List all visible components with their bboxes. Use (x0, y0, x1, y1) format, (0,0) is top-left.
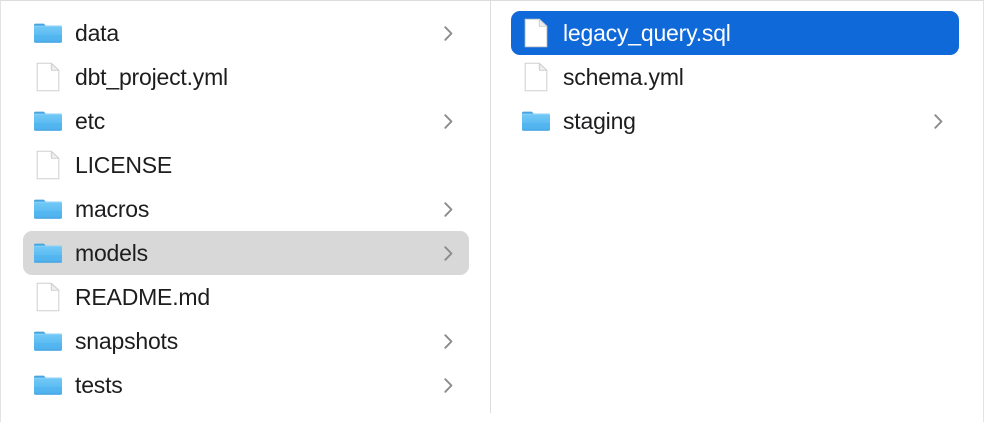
chevron-right-icon-svg (443, 245, 452, 261)
row-label: models (75, 240, 148, 266)
document-icon-svg (524, 18, 548, 48)
file-row[interactable]: README.md (23, 275, 469, 319)
document-icon-svg (36, 282, 60, 312)
folder-icon-svg (34, 331, 62, 351)
folder-row[interactable]: tests (23, 363, 469, 407)
document-icon-svg (36, 62, 60, 92)
file-row[interactable]: dbt_project.yml (23, 55, 469, 99)
chevron-right-icon-svg (933, 113, 942, 129)
folder-icon (521, 106, 551, 136)
column-divider (490, 1, 491, 413)
row-label: etc (75, 108, 106, 134)
chevron-right-icon-svg (443, 333, 452, 349)
folder-icon-svg (34, 23, 62, 43)
folder-row[interactable]: models (23, 231, 469, 275)
folder-icon-svg (34, 111, 62, 131)
chevron-right-icon-svg (443, 377, 452, 393)
row-label: legacy_query.sql (563, 20, 731, 46)
document-icon-svg (36, 150, 60, 180)
folder-icon (33, 106, 63, 136)
document-icon (33, 62, 63, 92)
document-icon (521, 62, 551, 92)
column-models: legacy_query.sql schema.yml staging (491, 1, 983, 422)
row-label: dbt_project.yml (75, 64, 228, 90)
folder-row[interactable]: staging (511, 99, 959, 143)
chevron-right-icon[interactable] (441, 198, 455, 220)
folder-icon-svg (34, 243, 62, 263)
document-icon (33, 282, 63, 312)
folder-icon-svg (34, 199, 62, 219)
folder-row[interactable]: macros (23, 187, 469, 231)
document-icon (521, 18, 551, 48)
chevron-right-icon-svg (443, 201, 452, 217)
chevron-right-icon[interactable] (441, 110, 455, 132)
folder-row[interactable]: etc (23, 99, 469, 143)
folder-icon (33, 370, 63, 400)
row-label: staging (563, 108, 636, 134)
document-icon-svg (524, 62, 548, 92)
chevron-right-icon[interactable] (441, 374, 455, 396)
folder-icon-svg (34, 375, 62, 395)
chevron-right-icon-svg (443, 25, 452, 41)
row-label: README.md (75, 284, 210, 310)
folder-icon (33, 238, 63, 268)
row-label: macros (75, 196, 150, 222)
row-label: snapshots (75, 328, 179, 354)
folder-icon (33, 326, 63, 356)
folder-icon (33, 194, 63, 224)
chevron-right-icon[interactable] (441, 330, 455, 352)
row-label: LICENSE (75, 152, 173, 178)
chevron-right-icon[interactable] (441, 22, 455, 44)
folder-row[interactable]: data (23, 11, 469, 55)
folder-icon (33, 18, 63, 48)
folder-icon-svg (522, 111, 550, 131)
folder-row[interactable]: snapshots (23, 319, 469, 363)
file-row[interactable]: legacy_query.sql (511, 11, 959, 55)
row-label: schema.yml (563, 64, 684, 90)
row-label: tests (75, 372, 123, 398)
file-row[interactable]: schema.yml (511, 55, 959, 99)
file-row[interactable]: LICENSE (23, 143, 469, 187)
chevron-right-icon[interactable] (931, 110, 945, 132)
chevron-right-icon-svg (443, 113, 452, 129)
document-icon (33, 150, 63, 180)
chevron-right-icon[interactable] (441, 242, 455, 264)
row-label: data (75, 20, 119, 46)
